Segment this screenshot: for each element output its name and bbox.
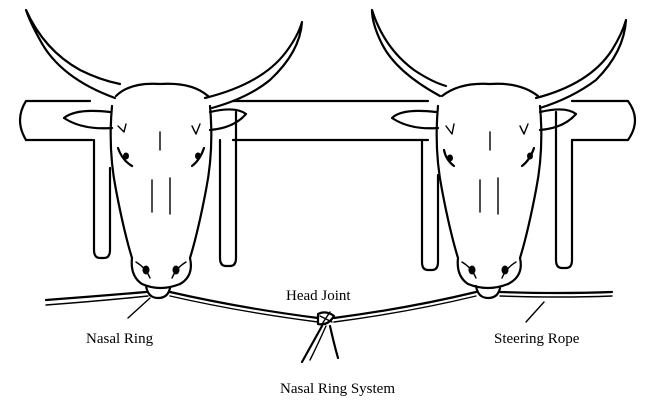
label-head-joint: Head Joint (286, 289, 351, 304)
diagram-caption: Nasal Ring System (280, 382, 395, 397)
label-steering-rope: Steering Rope (494, 332, 579, 347)
head-joint-knot (302, 312, 338, 362)
label-nasal-ring: Nasal Ring (86, 332, 153, 347)
cow-head-left (26, 10, 302, 298)
cow-head-right (372, 10, 626, 298)
post-right-pair (422, 112, 572, 270)
